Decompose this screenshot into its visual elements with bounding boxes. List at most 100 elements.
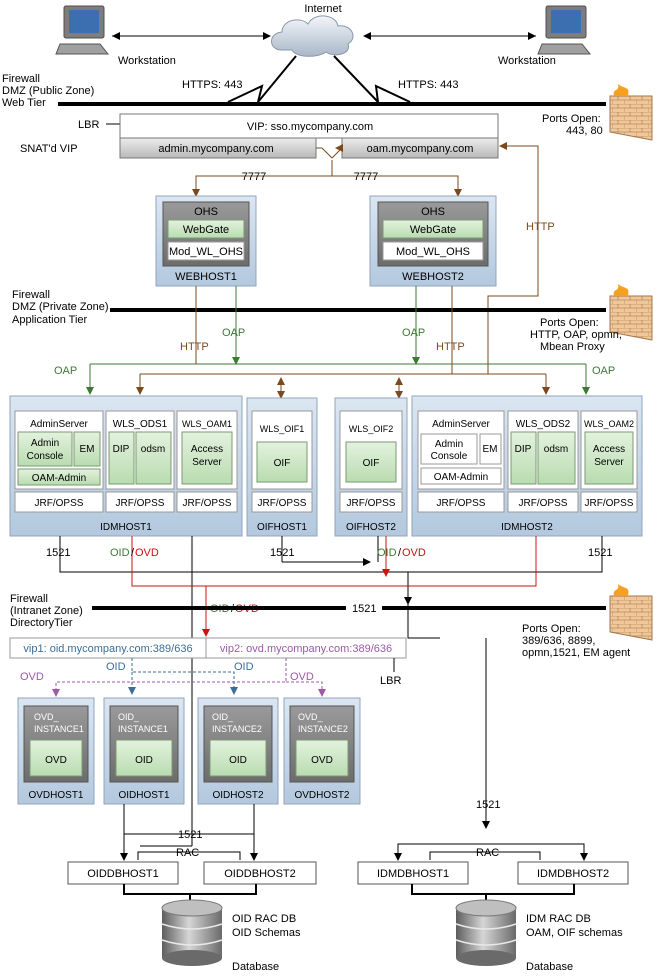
oidinst2-line2: INSTANCE2 [212, 724, 262, 734]
idmhost1-label: IDMHOST1 [100, 522, 152, 533]
ports2-line3: Mbean Proxy [540, 341, 605, 353]
fw2-line1: Firewall [12, 289, 50, 301]
lightning-right [333, 55, 411, 105]
rac1-label: RAC [176, 847, 199, 859]
idm-database-icon [455, 899, 517, 966]
jrf2b-label: JRF/OPSS [519, 498, 568, 509]
http1-label: HTTP [180, 341, 209, 353]
oidinst2-line1: OID_ [212, 712, 234, 722]
ports3-line3: opmn,1521, EM agent [522, 647, 630, 659]
oap1-label: OAP [222, 327, 245, 339]
webhost2-box [369, 195, 497, 287]
oidhost1-label: OIDHOST1 [118, 790, 170, 801]
ovd-dashed-line [52, 658, 287, 697]
lbr2-label: LBR [380, 675, 401, 687]
port-1521-c: 1521 [588, 547, 612, 559]
wlsods1-label: WLS_ODS1 [113, 419, 168, 430]
oifhost2-box [334, 397, 408, 537]
vip-label: VIP: sso.mycompany.com [247, 121, 373, 133]
http-side-line [487, 142, 539, 374]
oiddbhost1-label: OIDDBHOST1 [87, 868, 159, 880]
ovdhost2-box [283, 697, 361, 805]
oidhost2-box [197, 697, 279, 805]
oap-left-label: OAP [54, 365, 77, 377]
ovd-label-b: OVD [402, 547, 426, 559]
oifhost2-label: OIFHOST2 [346, 522, 396, 533]
fw1-line1: Firewall [2, 73, 40, 85]
webgate2-label: WebGate [410, 224, 456, 236]
slash-a: / [131, 547, 135, 559]
adminconsole1-line2: Console [27, 451, 64, 462]
oidhost1-box [103, 697, 185, 805]
modwl1-label: Mod_WL_OHS [169, 246, 243, 258]
dip1-label: DIP [113, 444, 130, 455]
jrf1b-label: JRF/OPSS [116, 498, 165, 509]
ports1-line2: 443, 80 [566, 125, 603, 137]
webhost2-label: WEBHOST2 [402, 271, 464, 283]
fw2-line3: Application Tier [12, 314, 88, 326]
ohs2-label: OHS [421, 206, 445, 218]
ohs1-label: OHS [194, 206, 218, 218]
wlsods2-label: WLS_ODS2 [516, 419, 571, 430]
ovd-top-label-2: OVD [290, 671, 314, 683]
oifhost1-box [246, 397, 318, 537]
internet-cloud [271, 15, 354, 57]
vip-bar [119, 113, 499, 139]
wlsoam2-label: WLS_OAM2 [584, 419, 634, 429]
ovd-top-label: OVD [20, 671, 44, 683]
vip1-label: vip1: oid.mycompany.com:389/636 [23, 643, 192, 655]
ovdhost1-label: OVDHOST1 [28, 790, 83, 801]
idmhost1-box [9, 395, 243, 537]
jrf2c-label: JRF/OPSS [585, 498, 634, 509]
idmdbhost2-label: IDMDBHOST2 [537, 868, 609, 880]
adminconsole2-line1: Admin [435, 439, 463, 450]
vip2-box [205, 637, 407, 659]
idmhost2-box [411, 395, 643, 537]
access2-line2: Server [594, 457, 624, 468]
wlsoam1-label: WLS_OAM1 [182, 419, 232, 429]
oid-box2-label: OID [229, 755, 247, 766]
firewall-3-icon [609, 584, 653, 641]
ovdinst1-line2: INSTANCE1 [34, 724, 84, 734]
database1-label: Database [232, 961, 279, 973]
workstation-left-icon [55, 5, 110, 55]
ovd-label-a: OVD [135, 547, 159, 559]
oif1-label: OIF [274, 458, 291, 469]
port-1521-e: 1521 [178, 829, 202, 841]
webgate1-label: WebGate [183, 224, 229, 236]
fw3-line2: (Intranet Zone) [10, 605, 83, 617]
oid-box1-label: OID [135, 755, 153, 766]
oid-schemas-label: OID Schemas [232, 927, 301, 939]
oidinst1-line2: INSTANCE1 [118, 724, 168, 734]
access2-line1: Access [593, 444, 625, 455]
lbr1-label: LBR [78, 119, 99, 131]
webhost1-box [155, 195, 257, 287]
jrf1c-label: JRF/OPSS [183, 498, 232, 509]
wlsoif2-label: WLS_OIF2 [349, 424, 394, 434]
port-7777-b: 7777 [354, 171, 378, 183]
adminserver1-label: AdminServer [30, 419, 88, 430]
ports1-line1: Ports Open: [542, 113, 601, 125]
port-7777-a: 7777 [242, 171, 266, 183]
admin-vip-label: admin.mycompany.com [158, 143, 273, 155]
rac2-label: RAC [476, 847, 499, 859]
ovd-box2-label: OVD [311, 755, 333, 766]
jrfoif2-label: JRF/OPSS [347, 498, 396, 509]
ovd-box1-label: OVD [45, 755, 67, 766]
oiddbhost2-label: OIDDBHOST2 [224, 868, 296, 880]
port-1521-a: 1521 [46, 547, 70, 559]
workstation-left-label: Workstation [118, 55, 176, 67]
fw1-line2: DMZ (Public Zone) [2, 85, 94, 97]
workstation-right-icon [537, 5, 592, 55]
database2-label: Database [526, 961, 573, 973]
vip2-label: vip2: ovd.mycompany.com:389/636 [220, 643, 392, 655]
http2-label: HTTP [436, 341, 465, 353]
ports3-line1: Ports Open: [522, 623, 581, 635]
jrf1a-label: JRF/OPSS [35, 498, 84, 509]
oidhost2-label: OIDHOST2 [212, 790, 264, 801]
https-right-label: HTTPS: 443 [398, 79, 459, 91]
idmdbhost1-label: IDMDBHOST1 [377, 868, 449, 880]
oamadmin1-label: OAM-Admin [32, 473, 86, 484]
